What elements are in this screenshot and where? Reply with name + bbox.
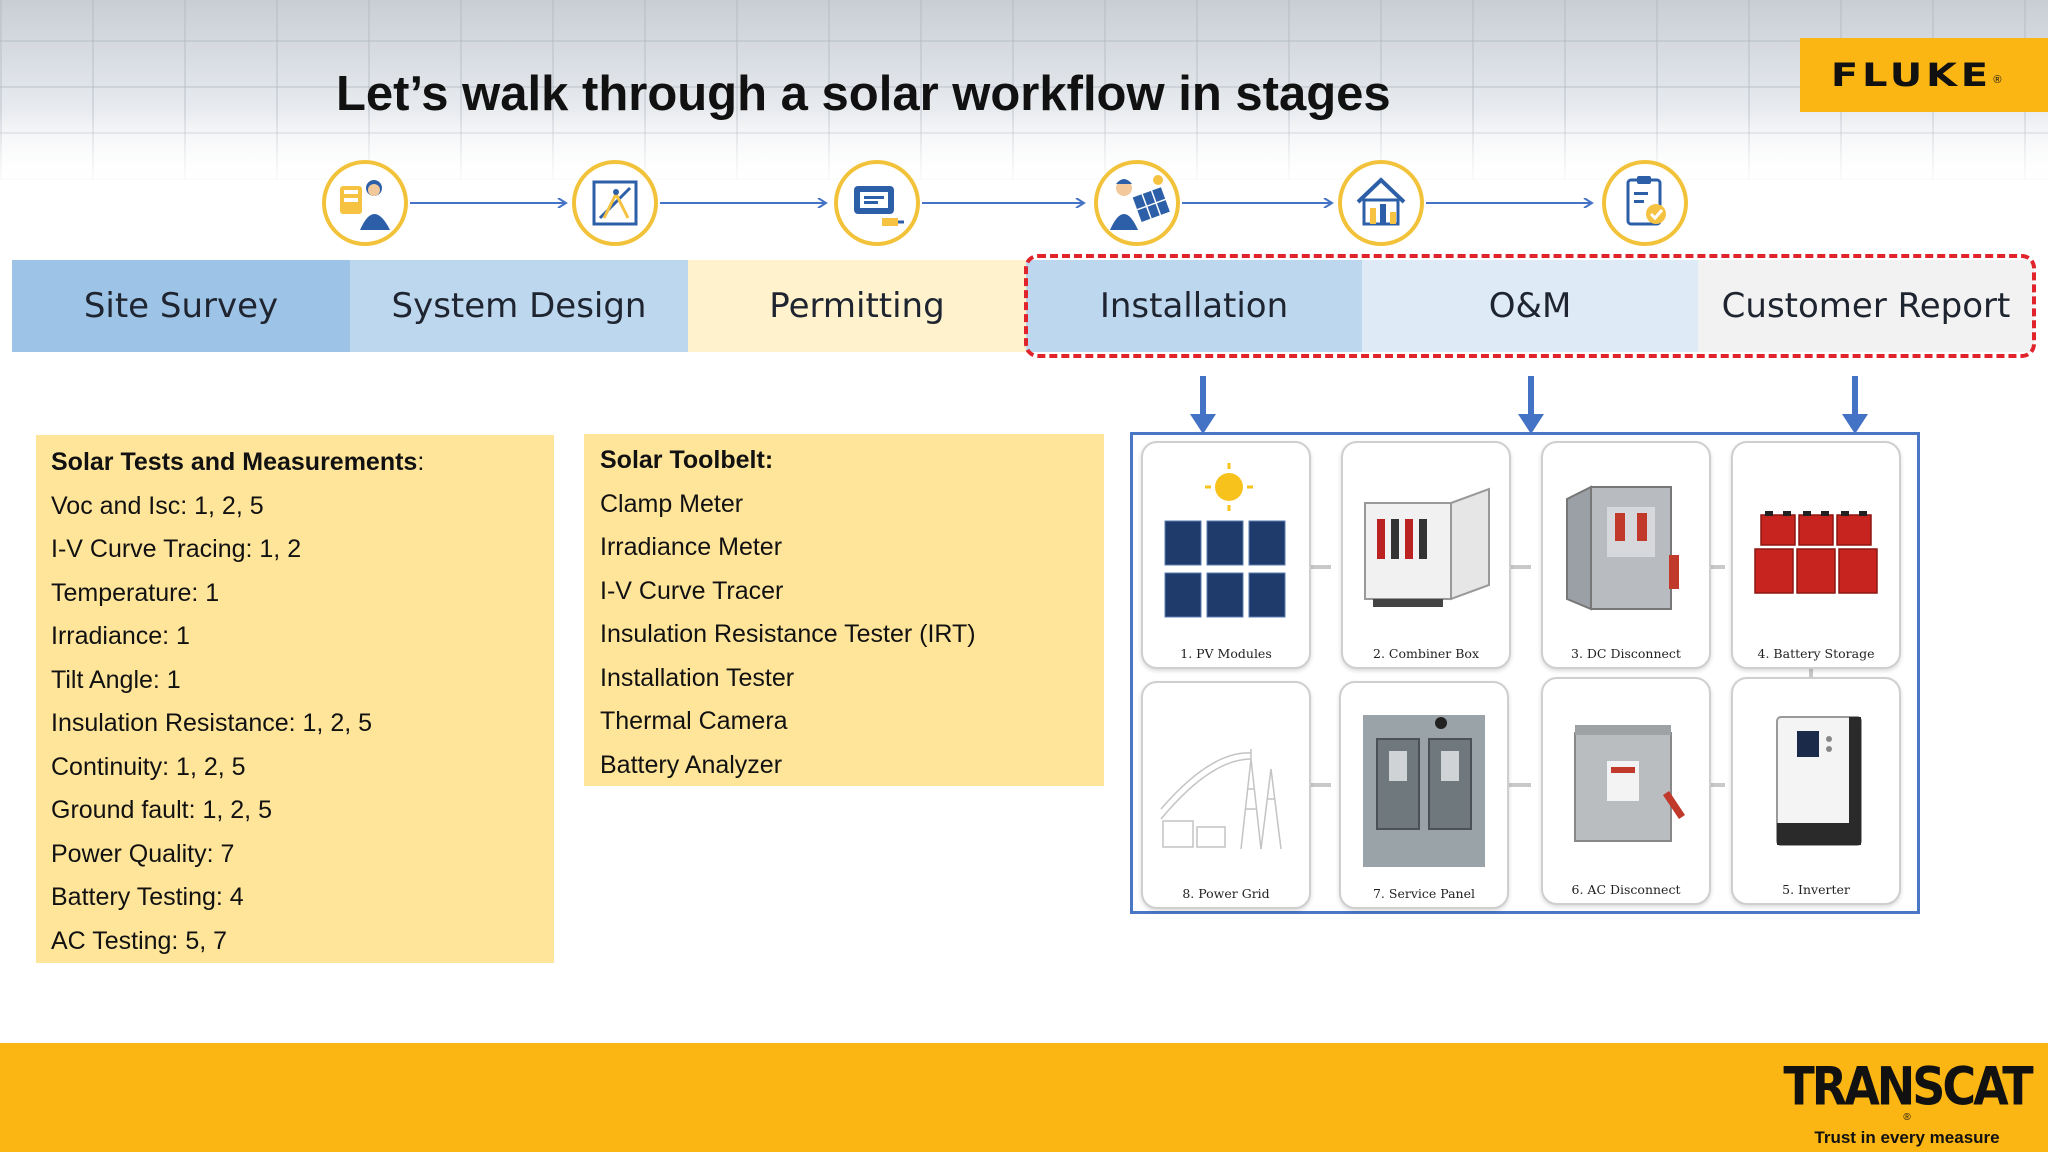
transcat-brand: TRANSCAT bbox=[1783, 1054, 2033, 1118]
down-arrow-customer-report bbox=[1842, 376, 1868, 434]
test-item: Irradiance: 1 bbox=[51, 622, 190, 650]
component-card-battery-storage: 4. Battery Storage bbox=[1731, 441, 1901, 669]
toolbelt-box: Solar Toolbelt: Clamp Meter Irradiance M… bbox=[584, 434, 1104, 786]
operations-maintenance-icon bbox=[1338, 160, 1424, 246]
combiner-box-icon bbox=[1351, 455, 1501, 633]
service-panel-icon bbox=[1349, 695, 1499, 873]
dc-disconnect-icon bbox=[1551, 455, 1701, 633]
toolbelt-item: Irradiance Meter bbox=[600, 533, 783, 561]
inverter-icon bbox=[1741, 691, 1891, 869]
customer-report-icon bbox=[1602, 160, 1688, 246]
page-title: Let’s walk through a solar workflow in s… bbox=[336, 67, 1391, 121]
stage-label: Customer Report bbox=[1721, 286, 2011, 326]
component-card-pv-modules: 1. PV Modules bbox=[1141, 441, 1311, 669]
connector bbox=[1709, 565, 1725, 569]
test-item: Temperature: 1 bbox=[51, 578, 220, 607]
test-item: Continuity: 1, 2, 5 bbox=[51, 752, 246, 781]
system-components-panel: 1. PV Modules 2. Combiner Box 3. DC Disc bbox=[1130, 432, 1920, 914]
highlighted-stages-outline bbox=[1024, 254, 2036, 358]
stage-label: Site Survey bbox=[83, 286, 279, 326]
test-item: I-V Curve Tracing: 1, 2 bbox=[51, 535, 302, 563]
toolbelt-item: Battery Analyzer bbox=[600, 750, 783, 779]
toolbelt-heading: Solar Toolbelt: bbox=[600, 446, 774, 474]
stage-system-design: System Design bbox=[350, 260, 688, 352]
system-design-icon bbox=[572, 160, 658, 246]
site-survey-icon bbox=[322, 160, 408, 246]
toolbelt-item: Insulation Resistance Tester (IRT) bbox=[600, 620, 976, 648]
stage-site-survey: Site Survey bbox=[12, 260, 350, 352]
stage-label: O&M bbox=[1488, 286, 1572, 326]
connector bbox=[1809, 667, 1813, 685]
component-card-power-grid: 8. Power Grid bbox=[1141, 681, 1311, 909]
stage-label: Installation bbox=[1099, 286, 1289, 326]
test-item: Insulation Resistance: 1, 2, 5 bbox=[51, 709, 373, 737]
workflow-arrow-3 bbox=[922, 198, 1086, 208]
header-fade bbox=[0, 110, 2048, 190]
stage-permitting: Permitting bbox=[688, 260, 1026, 352]
footer-band bbox=[0, 1043, 2048, 1152]
test-item: Power Quality: 7 bbox=[51, 839, 235, 868]
toolbelt-item: I-V Curve Tracer bbox=[600, 576, 784, 605]
down-arrow-installation bbox=[1190, 376, 1216, 434]
toolbelt-item: Installation Tester bbox=[600, 663, 795, 692]
workflow-arrow-1 bbox=[410, 198, 568, 208]
component-card-inverter: 5. Inverter bbox=[1731, 677, 1901, 905]
workflow-arrow-5 bbox=[1426, 198, 1594, 208]
workflow-arrow-4 bbox=[1182, 198, 1334, 208]
tests-heading-text: Solar Tests and Measurements bbox=[51, 448, 418, 476]
test-item: Tilt Angle: 1 bbox=[51, 665, 181, 694]
stage-label: Permitting bbox=[769, 286, 945, 326]
component-caption: 3. DC Disconnect bbox=[1571, 646, 1681, 661]
stage-label: System Design bbox=[391, 286, 647, 326]
battery-storage-icon bbox=[1741, 455, 1891, 633]
toolbelt-item: Clamp Meter bbox=[600, 489, 744, 518]
component-caption: 1. PV Modules bbox=[1180, 646, 1272, 661]
connector bbox=[1309, 783, 1331, 787]
installation-icon bbox=[1094, 160, 1180, 246]
component-caption: 8. Power Grid bbox=[1182, 886, 1270, 901]
stage-operations-maintenance: O&M bbox=[1362, 260, 1698, 352]
transcat-tagline: Trust in every measure bbox=[1814, 1128, 2000, 1147]
connector bbox=[1309, 565, 1331, 569]
component-caption: 6. AC Disconnect bbox=[1571, 882, 1681, 897]
toolbelt-item: Thermal Camera bbox=[600, 707, 788, 735]
test-item: Ground fault: 1, 2, 5 bbox=[51, 796, 272, 824]
fluke-logo: FLUKE ® bbox=[1800, 38, 2048, 112]
fluke-logo-text: FLUKE bbox=[1830, 56, 1992, 94]
tests-heading: Solar Tests and Measurements: bbox=[51, 441, 554, 485]
transcat-brand-mark: ® bbox=[1903, 1112, 1911, 1123]
component-card-ac-disconnect: 6. AC Disconnect bbox=[1541, 677, 1711, 905]
power-grid-icon bbox=[1151, 695, 1301, 873]
fluke-logo-mark: ® bbox=[1993, 74, 2002, 86]
component-card-combiner-box: 2. Combiner Box bbox=[1341, 441, 1511, 669]
tests-box: Solar Tests and Measurements: Voc and Is… bbox=[36, 435, 554, 963]
stage-customer-report: Customer Report bbox=[1698, 260, 2034, 352]
workflow-arrow-2 bbox=[660, 198, 828, 208]
component-caption: 5. Inverter bbox=[1782, 882, 1850, 897]
component-caption: 4. Battery Storage bbox=[1757, 646, 1875, 661]
stage-installation: Installation bbox=[1026, 260, 1362, 352]
test-item: AC Testing: 5, 7 bbox=[51, 926, 228, 955]
connector bbox=[1709, 783, 1725, 787]
ac-disconnect-icon bbox=[1551, 691, 1701, 869]
component-caption: 7. Service Panel bbox=[1372, 886, 1475, 901]
connector bbox=[1509, 565, 1531, 569]
permitting-icon bbox=[834, 160, 920, 246]
test-item: Battery Testing: 4 bbox=[51, 883, 244, 911]
transcat-logo: TRANSCAT® Trust in every measure bbox=[1782, 1056, 2033, 1148]
test-item: Voc and Isc: 1, 2, 5 bbox=[51, 491, 264, 520]
connector bbox=[1509, 783, 1531, 787]
down-arrow-om bbox=[1518, 376, 1544, 434]
component-caption: 2. Combiner Box bbox=[1373, 646, 1479, 661]
component-card-service-panel: 7. Service Panel bbox=[1339, 681, 1509, 909]
component-card-dc-disconnect: 3. DC Disconnect bbox=[1541, 441, 1711, 669]
tests-heading-suffix: : bbox=[417, 448, 425, 476]
pv-modules-icon bbox=[1151, 455, 1301, 633]
